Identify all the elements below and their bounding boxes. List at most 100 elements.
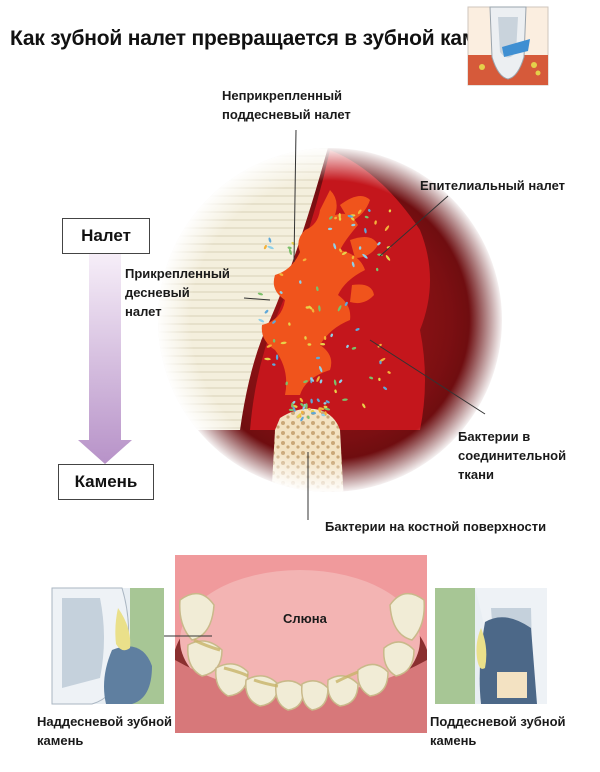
bacterium — [263, 244, 267, 250]
bacterium — [310, 377, 315, 382]
bacterium — [323, 405, 328, 409]
bacterium — [388, 209, 392, 213]
bacterium — [351, 255, 355, 260]
bacterium — [316, 398, 320, 403]
label-line: Наддесневой зубной — [37, 714, 173, 729]
bacterium — [316, 286, 319, 292]
bacterium — [320, 342, 326, 346]
label-line: Неприкрепленный — [222, 88, 343, 103]
bacterium — [288, 408, 294, 412]
bacterium — [303, 380, 308, 383]
bacterium — [351, 346, 357, 350]
bacterium — [346, 344, 349, 348]
label-line: Бактерии в — [458, 429, 531, 444]
bacterium — [374, 220, 377, 225]
bacterium — [364, 215, 369, 219]
plaque-box: Налет — [62, 218, 150, 254]
bacterium — [302, 403, 306, 411]
bacterium — [280, 341, 287, 345]
bacterium — [288, 322, 291, 326]
bacterium — [310, 409, 314, 413]
bacterium — [387, 371, 391, 374]
bacterium — [379, 360, 382, 365]
bacterium — [344, 301, 348, 307]
bacterium — [287, 246, 292, 250]
bacterium — [319, 366, 323, 373]
bacterium — [329, 216, 333, 220]
bacterium — [279, 273, 284, 276]
bacterium — [285, 381, 288, 386]
label-line: ткани — [458, 467, 494, 482]
bacterium — [311, 412, 316, 415]
bacterium — [319, 379, 323, 384]
bacterium — [305, 403, 308, 410]
bacterium — [307, 343, 312, 346]
bacterium — [333, 379, 337, 386]
bacterium — [384, 225, 390, 231]
bacterium — [338, 213, 341, 219]
bacterium — [369, 376, 374, 380]
bacterium — [323, 402, 327, 405]
bacterium — [264, 309, 269, 314]
bacterium — [302, 258, 307, 262]
bacterium — [328, 227, 333, 231]
bacterium — [362, 253, 368, 259]
bacterium — [367, 209, 371, 212]
bacterium — [310, 398, 313, 404]
bacterium — [339, 248, 342, 253]
bacterium — [358, 246, 362, 250]
bacterium — [351, 261, 355, 268]
bacterium — [308, 305, 313, 310]
attached-gingival-plaque-label: Прикрепленный десневый налет — [125, 264, 230, 321]
label-line: десневый — [125, 285, 190, 300]
bacterium — [362, 403, 366, 409]
bacterium — [334, 389, 337, 394]
bacterium — [304, 336, 307, 340]
bacteria-dots — [257, 209, 392, 422]
bacterium — [364, 227, 367, 234]
bacterium — [357, 209, 362, 215]
bacterium — [301, 410, 304, 414]
bacterium — [330, 333, 333, 338]
bacterium — [341, 251, 347, 256]
label-line: налет — [125, 304, 162, 319]
bacterium — [350, 217, 355, 221]
bacterium — [268, 237, 272, 243]
bacterium — [378, 377, 381, 381]
bacterium — [266, 344, 272, 348]
bacterium — [316, 376, 320, 382]
bacterium — [311, 308, 315, 313]
bacterium — [342, 398, 348, 401]
supragingival-calculus-label: Наддесневой зубной камень — [37, 712, 172, 750]
bacterium — [351, 223, 356, 227]
label-line: камень — [430, 733, 477, 748]
bone-surface-bacteria-label: Бактерии на костной поверхности — [325, 519, 547, 534]
bacterium — [375, 267, 379, 272]
connective-tissue-bacteria-label: Бактерии в соединительной ткани — [458, 427, 566, 484]
bacterium — [318, 305, 321, 312]
bacterium — [337, 305, 342, 312]
unattached-subgingival-plaque-label: Неприкрепленный поддесневый налет — [222, 86, 351, 124]
label-line: соединительной — [458, 448, 567, 463]
bacterium — [300, 416, 304, 422]
bacterium — [257, 292, 264, 296]
bacterium — [323, 336, 327, 340]
bacterium — [292, 406, 296, 412]
bacterium — [377, 241, 381, 246]
epithelial-plaque-label: Епителиальный налет — [420, 178, 565, 193]
bacterium — [279, 291, 283, 294]
bacterium — [258, 318, 265, 323]
bacterium — [333, 243, 337, 250]
bacterium — [294, 405, 298, 408]
bacterium — [267, 245, 274, 250]
bacterium — [291, 402, 294, 408]
bacterium — [300, 403, 305, 407]
bacterium — [334, 216, 338, 220]
bacterium — [272, 320, 276, 324]
saliva-label: Слюна — [283, 611, 327, 626]
bacterium — [308, 407, 311, 411]
label-line: поддесневый налет — [222, 107, 351, 122]
